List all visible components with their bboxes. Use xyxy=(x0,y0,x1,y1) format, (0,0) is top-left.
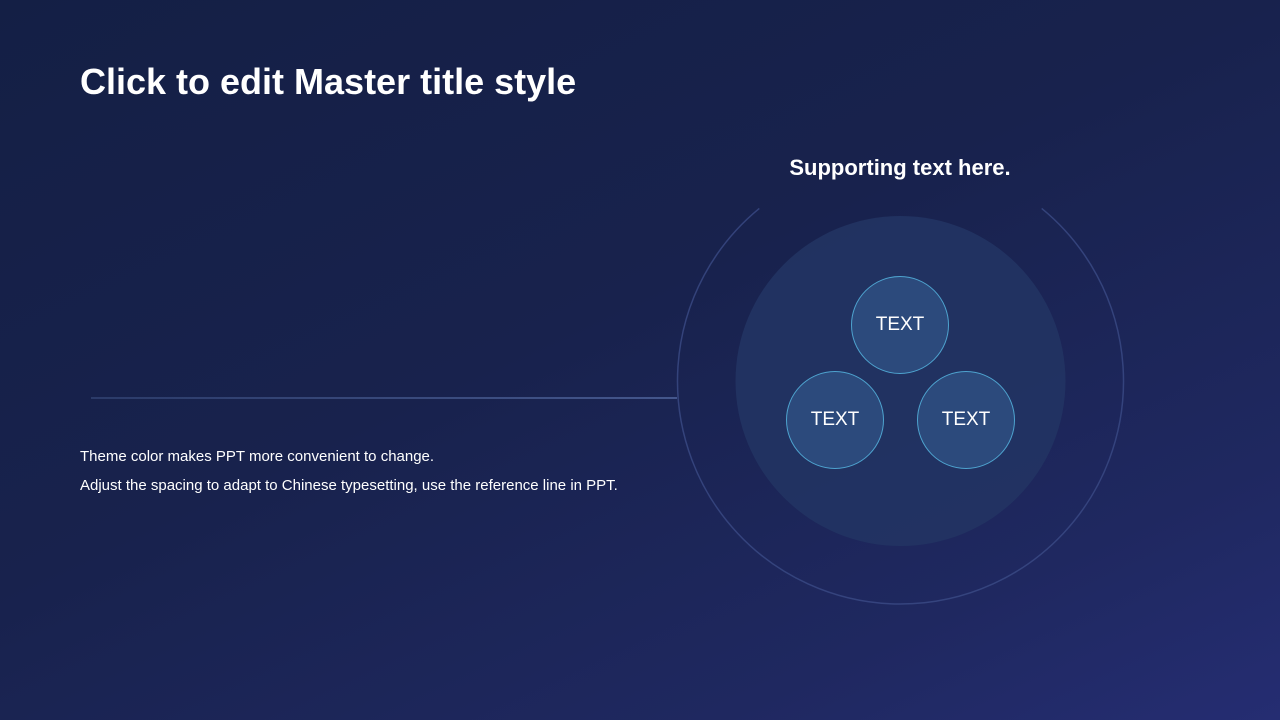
text-node-bottom-left-label: TEXT xyxy=(810,409,860,430)
outer-ring-arc xyxy=(676,207,1125,605)
body-line-spacing: Adjust the spacing to adapt to Chinese t… xyxy=(80,477,618,494)
text-node-top-label: TEXT xyxy=(875,314,925,335)
text-node-bottom-right-label: TEXT xyxy=(941,409,991,430)
body-text: Theme color makes PPT more convenient to… xyxy=(80,442,700,500)
text-node-bottom-right[interactable]: TEXT xyxy=(917,371,1015,469)
supporting-text: Supporting text here. xyxy=(789,155,1011,180)
text-node-bottom-left[interactable]: TEXT xyxy=(786,371,884,469)
text-node-top[interactable]: TEXT xyxy=(851,276,949,374)
reference-line xyxy=(91,397,677,399)
slide-title: Click to edit Master title style xyxy=(80,61,577,102)
body-line-theme-color: Theme color makes PPT more convenient to… xyxy=(80,448,435,465)
inner-circle xyxy=(735,216,1066,546)
